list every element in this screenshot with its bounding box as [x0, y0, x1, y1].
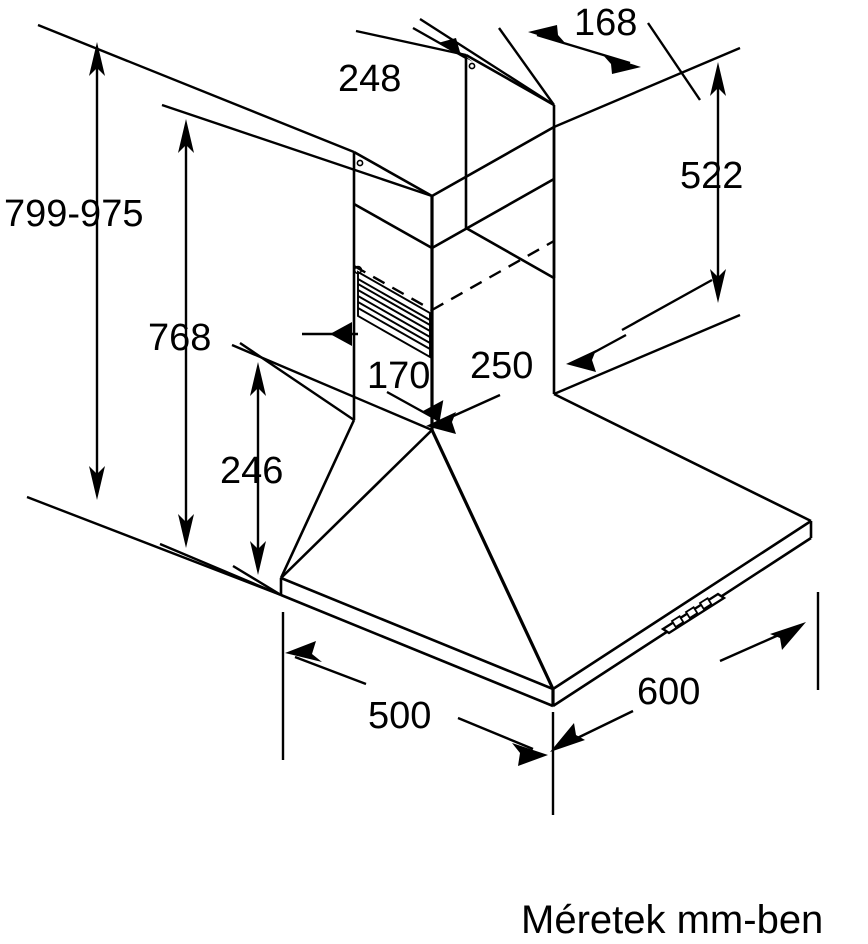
dimension-depth-250: 250 — [426, 278, 713, 434]
dimension-depth-248: 248 — [338, 17, 555, 107]
dimension-label-170: 170 — [367, 355, 430, 397]
hidden-edge-right — [431, 239, 555, 312]
dimension-label-246: 246 — [220, 450, 283, 492]
dimension-width-168: 168 — [498, 2, 701, 106]
dimension-label-522: 522 — [680, 155, 743, 197]
arrowhead-170-left — [330, 322, 352, 346]
arrowhead-600-right — [770, 622, 806, 650]
arrowhead-600-left — [550, 723, 585, 752]
arrowhead-170-right — [422, 400, 444, 423]
arrowhead-168-right — [603, 55, 641, 74]
dimension-label-768: 768 — [148, 317, 211, 359]
dimension-width-170: 170 — [239, 322, 444, 423]
mounting-hole-lower — [356, 159, 364, 167]
dimension-label-248: 248 — [338, 58, 401, 100]
dimension-label-250: 250 — [470, 345, 533, 387]
dimension-height-522: 522 — [553, 46, 743, 396]
hidden-edge-left — [353, 264, 433, 312]
arrowhead-500-right — [512, 743, 548, 766]
dimension-depth-500: 500 — [281, 612, 555, 815]
control-button-1[interactable] — [670, 614, 685, 629]
arrowhead-250-left — [426, 412, 456, 434]
air-outlet-grille — [357, 270, 431, 359]
arrowhead-168-left — [528, 25, 566, 44]
control-panel[interactable] — [660, 592, 727, 635]
lower-chimney — [352, 125, 556, 430]
dimension-label-500: 500 — [368, 695, 431, 737]
arrowhead-250-right — [566, 350, 596, 372]
arrowhead-248 — [438, 38, 473, 62]
control-button-3[interactable] — [698, 596, 713, 611]
hood-body-geometry — [279, 53, 813, 708]
dimension-label-168: 168 — [574, 2, 637, 44]
dimension-label-799-975: 799-975 — [4, 193, 143, 235]
units-caption: Méretek mm-ben — [521, 898, 823, 942]
mounting-hole-upper — [468, 62, 476, 70]
dimension-width-600: 600 — [550, 592, 820, 752]
dimension-total-height-range: 799-975 — [4, 23, 355, 597]
arrowhead-500-left — [285, 641, 322, 662]
pyramid-canopy — [279, 392, 813, 708]
dimension-label-600: 600 — [637, 671, 700, 713]
dimension-height-768: 768 — [148, 103, 433, 597]
control-button-2[interactable] — [684, 605, 699, 620]
